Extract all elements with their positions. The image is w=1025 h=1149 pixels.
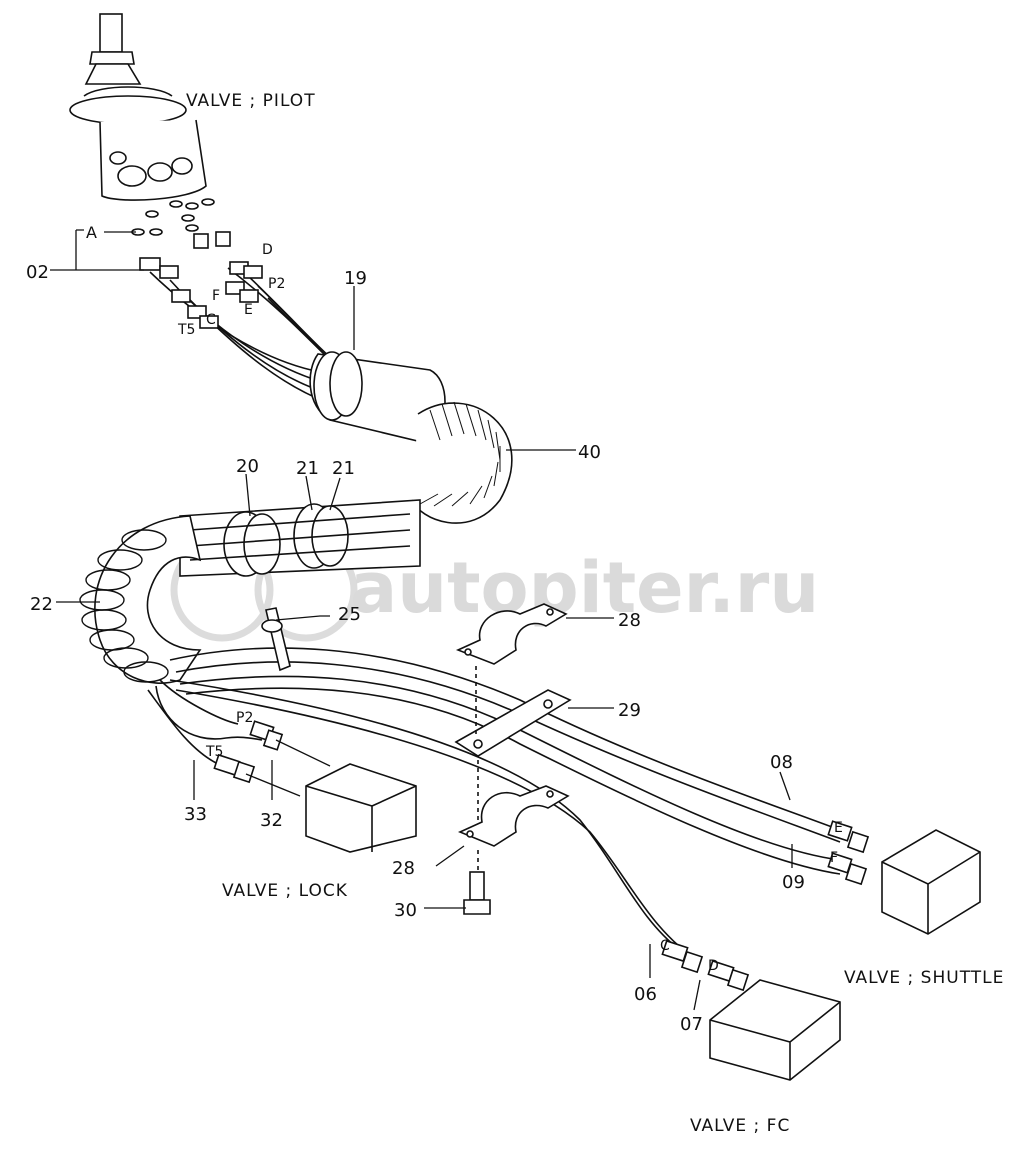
watermark-text: autopiter.ru (350, 547, 819, 629)
port-t5-top: T5 (177, 322, 195, 338)
part-25: 25 (338, 604, 361, 625)
port-c-top: C (206, 312, 216, 328)
part-02: 02 (26, 262, 49, 283)
port-t5-lower: T5 (205, 744, 223, 760)
port-e-top: E (244, 302, 253, 318)
part-21-b: 21 (332, 458, 355, 479)
port-d-lower: D (708, 958, 719, 974)
port-a: A (86, 223, 97, 242)
spiral-wrap (79, 515, 202, 684)
part-28-lower: 28 (392, 858, 415, 879)
part-20: 20 (236, 456, 259, 477)
port-p2-lower: P2 (236, 710, 253, 726)
port-d-top: D (262, 242, 273, 258)
part-32: 32 (260, 810, 283, 831)
end-fittings (213, 720, 870, 992)
port-c-lower: C (660, 938, 670, 954)
part-21-a: 21 (296, 458, 319, 479)
part-08: 08 (770, 752, 793, 773)
leader-lines (50, 229, 793, 1011)
pilot-valve-drawing (69, 13, 215, 236)
part-07: 07 (680, 1014, 703, 1035)
part-30: 30 (394, 900, 417, 921)
part-29: 29 (618, 700, 641, 721)
bracket-parts (454, 603, 572, 915)
valve-pilot-title: VALVE ; PILOT (186, 91, 316, 111)
port-p2-top: P2 (268, 276, 285, 292)
part-19: 19 (344, 268, 367, 289)
valve-lock-title: VALVE ; LOCK (222, 881, 348, 901)
part-09: 09 (782, 872, 805, 893)
port-f-lower: F (830, 850, 838, 866)
upper-hoses (139, 231, 351, 403)
part-33: 33 (184, 804, 207, 825)
clamp-bands (179, 499, 421, 577)
protector-sleeve (309, 351, 513, 524)
port-e-lower: E (834, 820, 843, 836)
valve-shuttle-title: VALVE ; SHUTTLE (844, 968, 1004, 988)
part-22: 22 (30, 594, 53, 615)
part-40: 40 (578, 442, 601, 463)
port-f-top: F (212, 288, 220, 304)
valve-boxes (305, 763, 981, 1081)
part-28-upper: 28 (618, 610, 641, 631)
part-06: 06 (634, 984, 657, 1005)
hose-clamp (261, 607, 291, 672)
valve-fc-title: VALVE ; FC (690, 1116, 790, 1136)
